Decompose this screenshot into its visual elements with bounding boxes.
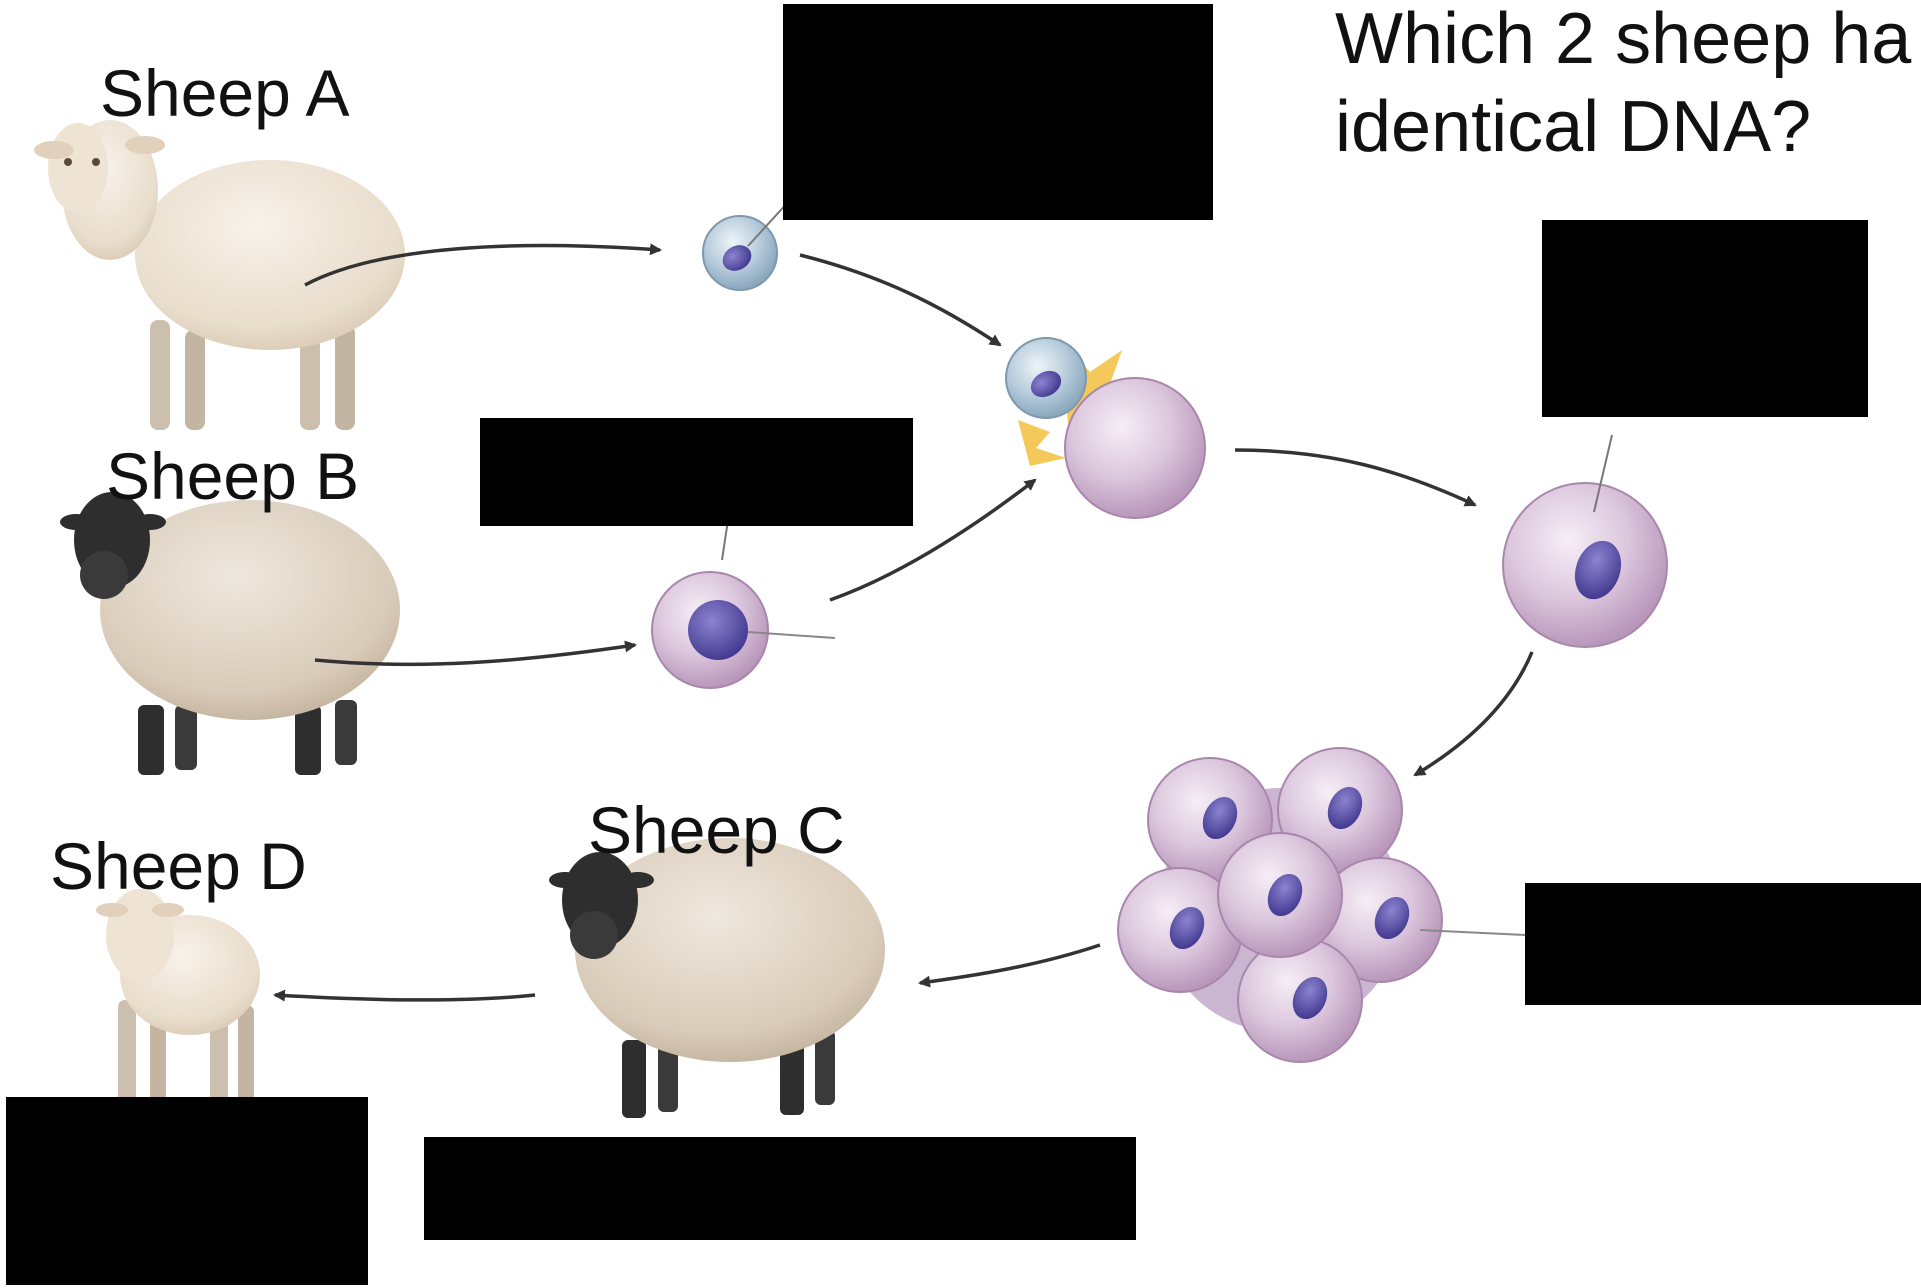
fused-cells-icon <box>1006 338 1205 518</box>
redacted-label-sheep-d <box>6 1097 368 1285</box>
sheep-c-label: Sheep C <box>588 797 845 863</box>
sheep-b-icon <box>60 492 400 775</box>
embryo-icon <box>1118 748 1525 1062</box>
arrow-single-cell-to-embryo <box>1415 652 1532 775</box>
redacted-label-embryo <box>1525 883 1921 1005</box>
lamb-d-icon <box>96 889 260 1110</box>
arrow-body-cell-to-fusion <box>800 255 1000 345</box>
sheep-b-label: Sheep B <box>106 443 359 509</box>
question-text: Which 2 sheep ha identical DNA? <box>1335 0 1911 172</box>
sheep-d-label: Sheep D <box>50 833 307 899</box>
arrow-sheep-c-to-lamb-d <box>275 995 535 1000</box>
sheep-a-icon <box>34 120 405 430</box>
redacted-label-sheep-c <box>424 1137 1136 1240</box>
arrow-fusion-to-single-cell <box>1235 450 1475 505</box>
question-line-1: Which 2 sheep ha <box>1335 0 1911 84</box>
sheep-a-label: Sheep A <box>100 60 350 126</box>
redacted-label-body-cell <box>783 4 1213 220</box>
redacted-label-egg-cell <box>480 418 913 526</box>
question-line-2: identical DNA? <box>1335 84 1911 172</box>
body-cell-icon <box>703 200 790 290</box>
sheep-c-icon <box>549 838 885 1118</box>
arrow-embryo-to-sheep-c <box>920 945 1100 983</box>
single-cell-icon <box>1503 435 1667 647</box>
redacted-label-single-cell <box>1542 220 1868 417</box>
egg-cell-icon <box>652 520 835 688</box>
